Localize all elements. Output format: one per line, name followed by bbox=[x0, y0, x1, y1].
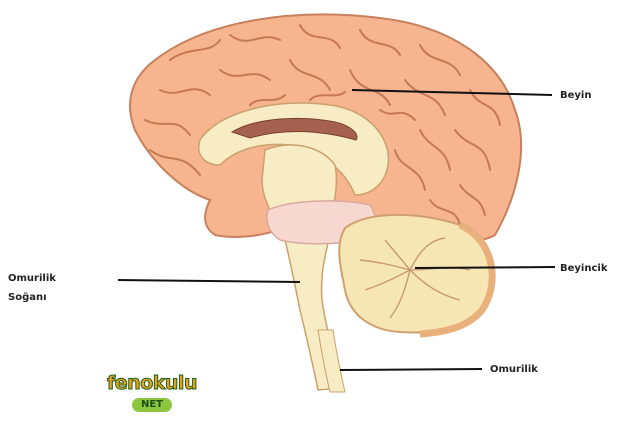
leader-line-omurilik bbox=[340, 369, 482, 370]
logo-text: fenokulu bbox=[98, 372, 206, 394]
leader-line-beyincik bbox=[415, 267, 555, 268]
label-beyincik: Beyincik bbox=[560, 262, 607, 275]
label-omurilik: Omurilik bbox=[490, 363, 538, 376]
label-omurilik-sogani-line2: Soğanı bbox=[8, 291, 47, 304]
leader-line-omurilik-sogani bbox=[118, 280, 300, 282]
label-omurilik-sogani-line1: Omurilik bbox=[8, 272, 56, 285]
label-beyin: Beyin bbox=[560, 89, 591, 102]
logo-net-badge: NET bbox=[132, 398, 172, 412]
fenokulu-logo: fenokulu NET bbox=[98, 372, 206, 424]
